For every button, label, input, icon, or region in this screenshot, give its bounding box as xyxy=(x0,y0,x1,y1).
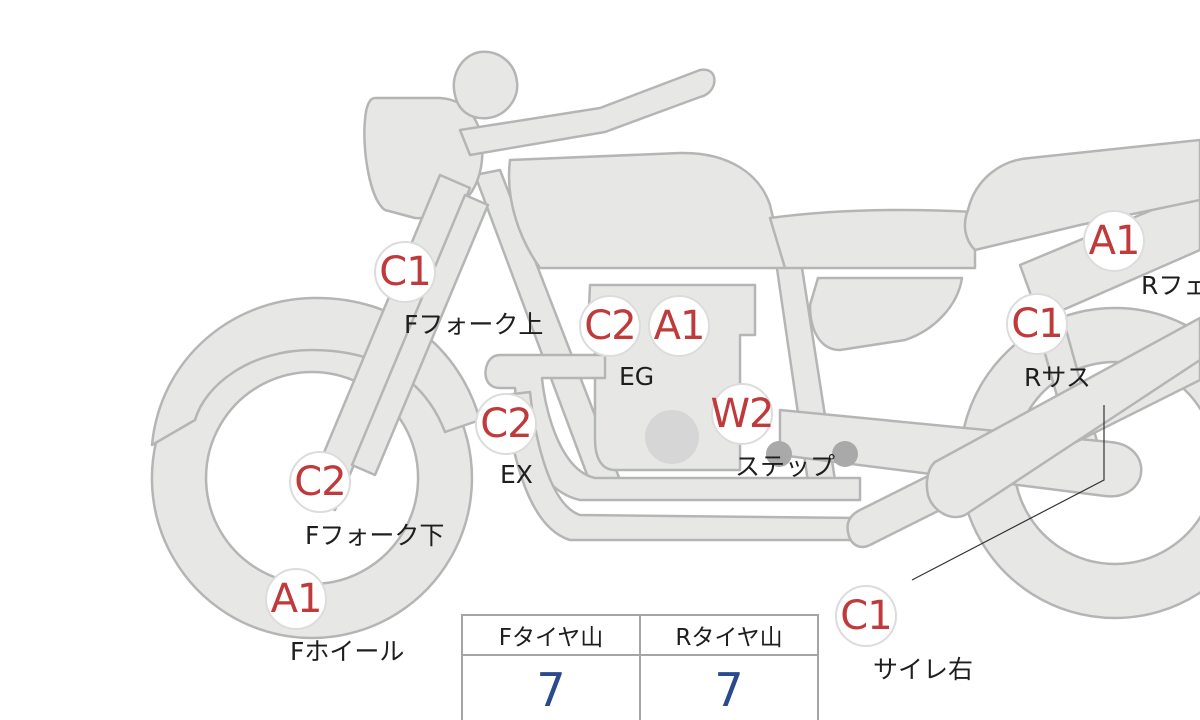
grade-text: C2 xyxy=(294,459,346,505)
seat-shape xyxy=(768,208,977,270)
grade-text: A1 xyxy=(653,303,706,349)
tire-tread-value-row: 7 7 xyxy=(461,654,819,720)
label-step: ステップ xyxy=(735,452,836,481)
seat-top-shape xyxy=(963,138,1200,252)
fuel-tank-shape xyxy=(507,151,787,270)
front-tire-value: 7 xyxy=(461,654,641,720)
label-front-fork-top: Fフォーク上 xyxy=(404,310,544,339)
muffler-leader-line xyxy=(911,405,1105,581)
grade-marker-muffler-right[interactable]: C1 xyxy=(835,585,897,647)
side-cover-shape xyxy=(808,276,964,352)
grade-marker-step[interactable]: W2 xyxy=(710,383,775,445)
grade-text: C2 xyxy=(480,401,532,447)
grade-marker-exhaust[interactable]: C2 xyxy=(475,393,537,455)
label-rear-suspension: Rサス xyxy=(1024,363,1091,392)
label-front-fork-bottom: Fフォーク下 xyxy=(305,521,445,550)
grade-marker-front-fork-top[interactable]: C1 xyxy=(374,241,436,303)
grade-marker-rear-suspension[interactable]: C1 xyxy=(1006,293,1068,355)
label-rear-fender: Rフェ xyxy=(1141,271,1200,300)
grade-text: A1 xyxy=(270,576,323,622)
tire-tread-table: Fタイヤ山 Rタイヤ山 7 7 xyxy=(461,614,819,720)
label-front-wheel: Fホイール xyxy=(290,637,405,666)
grade-marker-rear-fender[interactable]: A1 xyxy=(1083,210,1145,272)
front-tire-header: Fタイヤ山 xyxy=(461,614,641,656)
grade-text: C1 xyxy=(840,593,892,639)
grade-text: W2 xyxy=(710,391,775,437)
tire-tread-header-row: Fタイヤ山 Rタイヤ山 xyxy=(461,614,819,656)
mirror-shape xyxy=(452,50,519,120)
label-exhaust: EX xyxy=(500,460,533,489)
grade-marker-engine-c2[interactable]: C2 xyxy=(579,295,641,357)
label-muffler-right: サイレ右 xyxy=(873,655,974,684)
rear-tire-value: 7 xyxy=(639,654,819,720)
grade-marker-front-wheel[interactable]: A1 xyxy=(265,568,327,630)
muffler-body-shape xyxy=(925,316,1200,519)
front-fork-inner-shape xyxy=(350,193,490,477)
grade-marker-engine-a1[interactable]: A1 xyxy=(648,295,710,357)
grade-text: A1 xyxy=(1088,218,1141,264)
grade-text: C1 xyxy=(379,249,431,295)
label-engine: EG xyxy=(619,362,655,391)
rear-tire-header: Rタイヤ山 xyxy=(639,614,819,656)
grade-text: C1 xyxy=(1011,301,1063,347)
grade-marker-front-fork-bottom[interactable]: C2 xyxy=(289,451,351,513)
grade-text: C2 xyxy=(584,303,636,349)
handlebar-shape xyxy=(458,68,716,157)
rear-wheel-shape xyxy=(958,306,1200,620)
